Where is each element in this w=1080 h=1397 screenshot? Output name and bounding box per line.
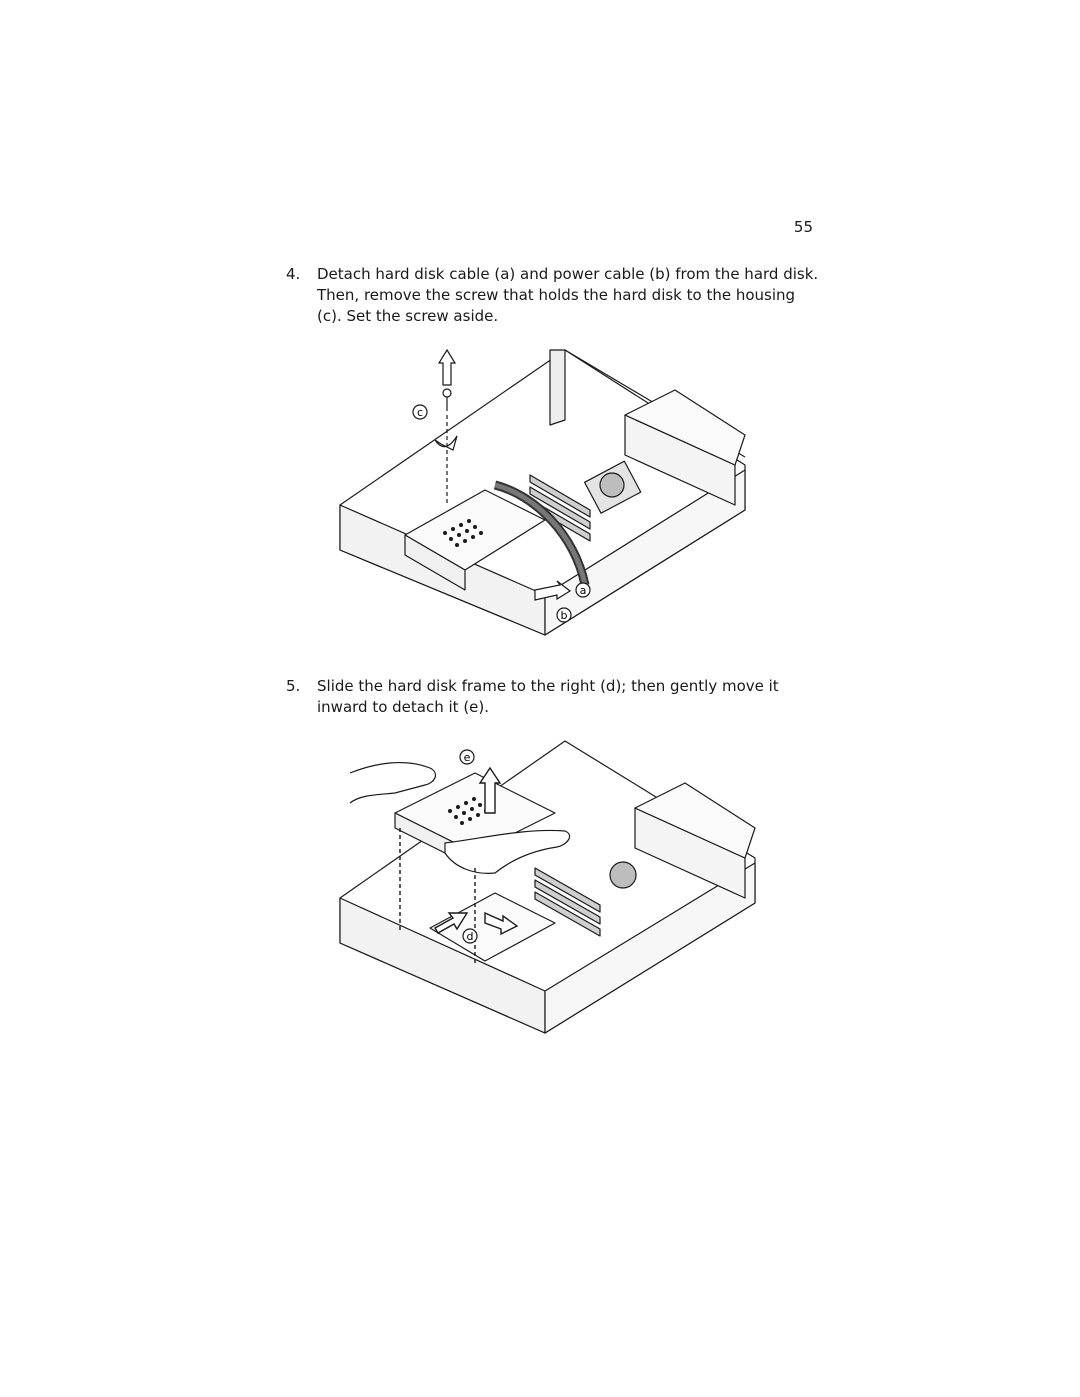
callout-b: b	[556, 607, 572, 623]
svg-text:e: e	[464, 751, 471, 764]
step-text: Detach hard disk cable (a) and power cab…	[317, 265, 819, 325]
svg-text:b: b	[561, 609, 568, 622]
callout-a: a	[575, 582, 591, 598]
step-text: Slide the hard disk frame to the right (…	[317, 677, 779, 716]
cpu-fan	[609, 861, 637, 889]
illustration-remove-frame: e d	[335, 733, 765, 1043]
svg-text:c: c	[417, 406, 423, 419]
callout-c: c	[412, 404, 428, 420]
lift-arrow-icon	[437, 348, 457, 386]
disconnect-arrow-icon	[534, 580, 572, 601]
lift-arrow-icon	[478, 766, 502, 814]
chassis-illustration-2: e d	[339, 740, 756, 1034]
step-number: 5.	[286, 677, 301, 695]
hands-illustration	[349, 761, 571, 874]
svg-text:a: a	[580, 584, 587, 597]
slide-arrow-icon	[434, 912, 469, 934]
slide-arrow-icon	[484, 911, 519, 936]
side-panel	[544, 862, 756, 1034]
side-panel	[544, 469, 746, 636]
hard-disk-bay	[429, 892, 556, 962]
chassis-illustration-1: c a b	[339, 348, 746, 636]
illustration-detach-cables: c a b	[335, 345, 755, 645]
step-number: 4.	[286, 265, 301, 283]
page-number: 55	[793, 218, 813, 236]
rotate-arrow-icon	[434, 435, 458, 451]
svg-text:d: d	[467, 930, 474, 943]
callout-d: d	[462, 928, 478, 944]
callout-e: e	[459, 749, 475, 765]
screw-icon	[442, 388, 452, 398]
